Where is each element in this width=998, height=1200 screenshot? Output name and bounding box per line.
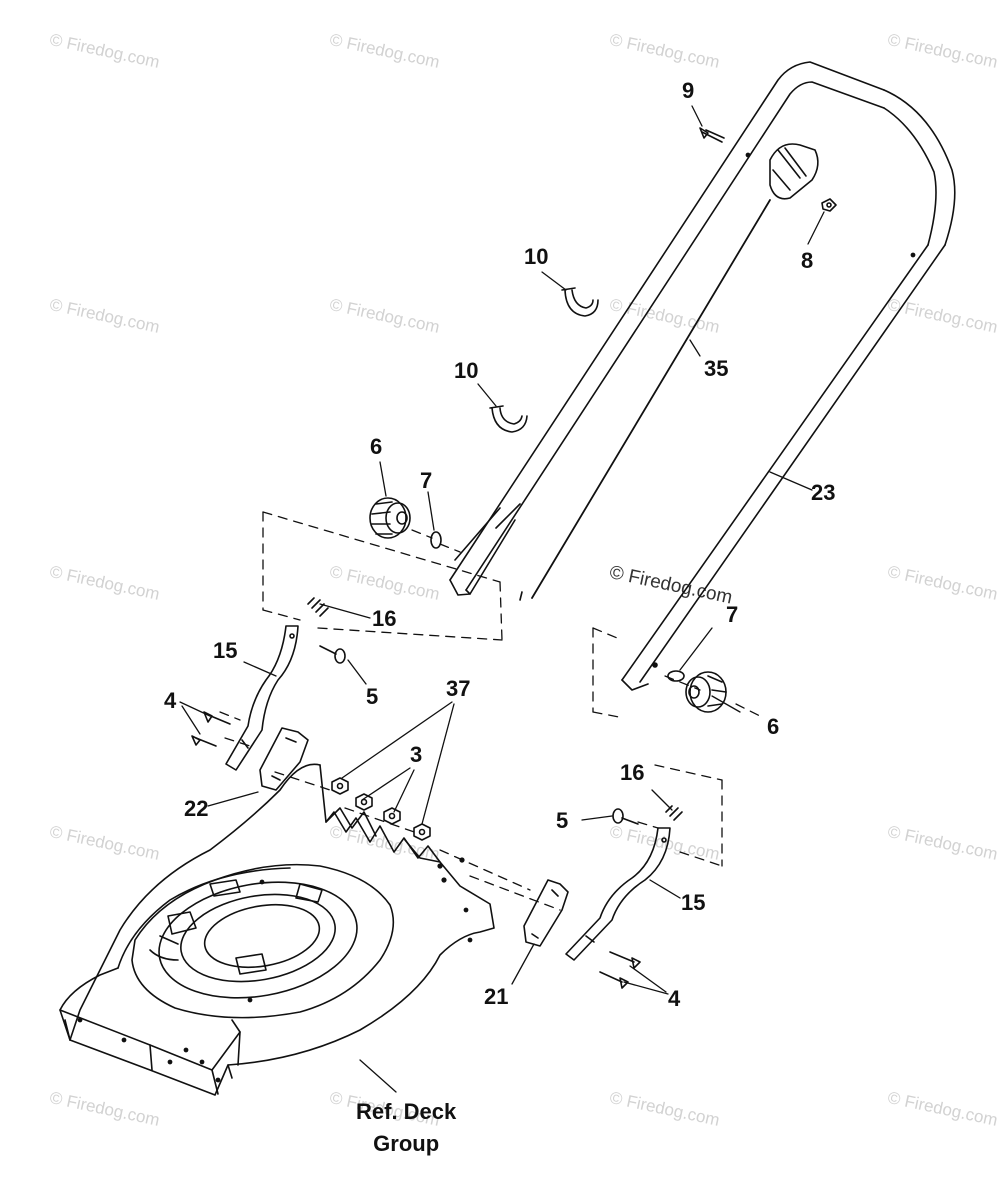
part-label-5: 5 — [366, 684, 379, 709]
ref-deck-group-label: Ref. Deck Group — [356, 1096, 456, 1160]
leader-lines — [179, 105, 825, 1093]
screw — [319, 645, 346, 664]
part-label-37: 37 — [446, 676, 471, 701]
hex-nut — [331, 777, 373, 811]
part-label-22: 22 — [184, 796, 209, 821]
part-label-10: 10 — [454, 358, 479, 383]
washer — [430, 531, 442, 549]
hex-nut — [383, 807, 431, 841]
part-label-21: 21 — [484, 984, 509, 1009]
part-label-7: 7 — [420, 468, 433, 493]
washer — [667, 670, 685, 682]
part-label-9: 9 — [682, 78, 695, 103]
handle-knob — [685, 671, 727, 713]
cable-clip — [561, 287, 599, 317]
pivot-plate — [523, 879, 569, 947]
part-label-6: 6 — [767, 714, 780, 739]
part-label-35: 35 — [704, 356, 729, 381]
part-label-16: 16 — [372, 606, 397, 631]
bolt — [191, 711, 231, 747]
part-label-15: 15 — [681, 890, 706, 915]
cable-clip — [489, 405, 528, 433]
handle-tube — [449, 61, 956, 691]
spring — [665, 805, 683, 821]
handle-bracket — [225, 625, 299, 771]
part-label-15: 15 — [213, 638, 238, 663]
part-label-10: 10 — [524, 244, 549, 269]
control-cable — [531, 199, 771, 599]
mower-deck — [59, 763, 495, 1096]
part-label-23: 23 — [811, 480, 836, 505]
nut — [821, 198, 837, 212]
part-label-8: 8 — [801, 248, 814, 273]
alignment-guide — [219, 511, 761, 911]
part-label-3: 3 — [410, 742, 423, 767]
ref-label-line2: Group — [373, 1130, 440, 1156]
control-lever — [769, 143, 819, 200]
part-label-7: 7 — [726, 602, 739, 627]
pivot-plate — [259, 727, 309, 791]
part-label-6: 6 — [370, 434, 383, 459]
ref-label-line1: Ref. Deck — [356, 1099, 457, 1124]
bolt — [599, 951, 641, 989]
handle-bracket — [565, 827, 671, 961]
screw — [612, 808, 639, 825]
part-label-4: 4 — [668, 986, 681, 1011]
part-label-4: 4 — [164, 688, 177, 713]
spring — [307, 597, 329, 617]
handle-knob — [369, 497, 411, 539]
part-label-16: 16 — [620, 760, 645, 785]
bolt — [699, 127, 725, 143]
part-label-5: 5 — [556, 808, 569, 833]
